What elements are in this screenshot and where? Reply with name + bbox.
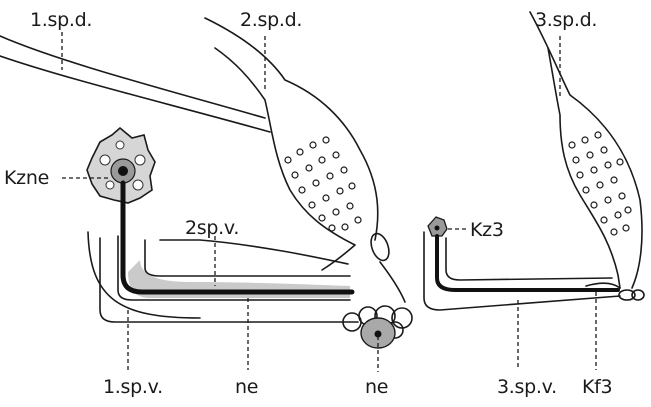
label-ne-2: ne xyxy=(365,376,388,398)
label-3-sp-d: 3.sp.d. xyxy=(535,9,597,31)
kz3-cell xyxy=(428,217,447,236)
label-kz3: Kz3 xyxy=(470,219,504,241)
label-ne-1: ne xyxy=(235,376,258,398)
label-3-sp-v: 3.sp.v. xyxy=(497,376,557,398)
ganglion-2-cells xyxy=(285,137,361,231)
ventral-root-3 xyxy=(424,232,620,310)
ganglion-3-cells xyxy=(569,132,631,235)
label-2-sp-v: 2sp.v. xyxy=(185,217,239,239)
label-1-sp-d: 1.sp.d. xyxy=(30,9,92,31)
label-kzne: Kzne xyxy=(4,167,49,189)
ne-cell-cluster xyxy=(343,306,412,348)
label-1-sp-v: 1.sp.v. xyxy=(103,376,163,398)
label-kf3: Kf3 xyxy=(582,376,612,398)
label-2-sp-d: 2.sp.d. xyxy=(240,9,302,31)
dorsal-root-1 xyxy=(0,36,270,132)
